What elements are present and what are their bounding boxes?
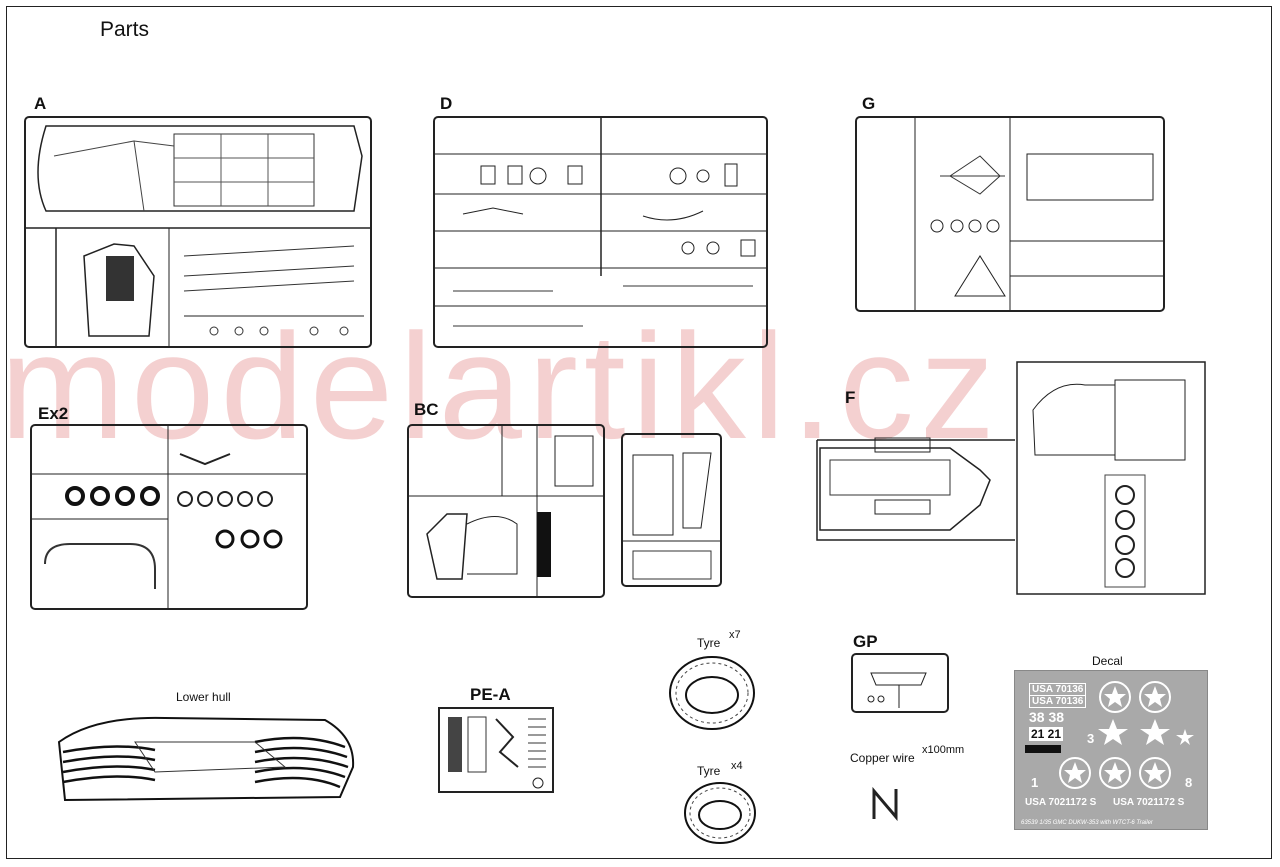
decal-stars (1025, 681, 1194, 789)
caption-tyre-large: Tyre (697, 636, 721, 650)
caption-decal: Decal (1092, 654, 1123, 668)
tyre-small-drawing (684, 782, 756, 844)
copper-wire-length: x100mm (922, 744, 965, 756)
decal-serial-1: USA 7021172 S (1025, 797, 1097, 808)
caption-tyre-small: Tyre (697, 764, 721, 778)
decal-number-1: 1 (1031, 775, 1039, 790)
sprue-a-drawing (24, 116, 372, 348)
page-title: Parts (100, 18, 150, 41)
decal-registration-2: USA 70136 (1029, 695, 1087, 708)
sprue-label-a: A (34, 94, 47, 113)
caption-copper-wire: Copper wire (850, 751, 915, 765)
tyre-large-drawing (669, 656, 755, 730)
sprue-label-d: D (440, 94, 453, 113)
sprue-label-gp: GP (853, 632, 878, 651)
page-frame (6, 6, 1272, 859)
sprue-label-bc: BC (414, 400, 439, 419)
sprue-label-ex2: Ex2 (38, 404, 69, 423)
sprue-d-drawing (433, 116, 768, 348)
tyre-large-quantity: x7 (729, 629, 741, 641)
sprue-f-drawing (816, 361, 1206, 595)
decal-number-38: 38 38 (1029, 709, 1065, 725)
sprue-label-f: F (845, 388, 856, 407)
decal-number-21: 21 21 (1029, 727, 1064, 741)
sprue-b2-drawing (621, 433, 722, 587)
gp-drawing (851, 653, 949, 713)
sprue-g-drawing (855, 116, 1165, 312)
copper-wire-drawing (872, 787, 898, 821)
sprue-label-g: G (862, 94, 876, 113)
sprue-ex2-drawing (30, 424, 308, 610)
pe-a-drawing (438, 707, 554, 793)
tyre-small-quantity: x4 (731, 760, 743, 772)
lower-hull-drawing (57, 716, 355, 802)
decal-sheet: USA 70136 USA 70136 38 38 21 21 3 1 8 US… (1014, 670, 1208, 830)
sprue-label-pe-a: PE-A (470, 685, 511, 704)
sprue-bc-drawing (407, 424, 605, 598)
decal-number-3: 3 (1087, 731, 1095, 746)
decal-number-8: 8 (1185, 775, 1193, 790)
decal-footer: 63539 1/35 GMC DUKW-353 with WTCT-6 Trai… (1021, 820, 1153, 826)
decal-serial-2: USA 7021172 S (1113, 797, 1185, 808)
caption-lower-hull: Lower hull (176, 690, 231, 704)
